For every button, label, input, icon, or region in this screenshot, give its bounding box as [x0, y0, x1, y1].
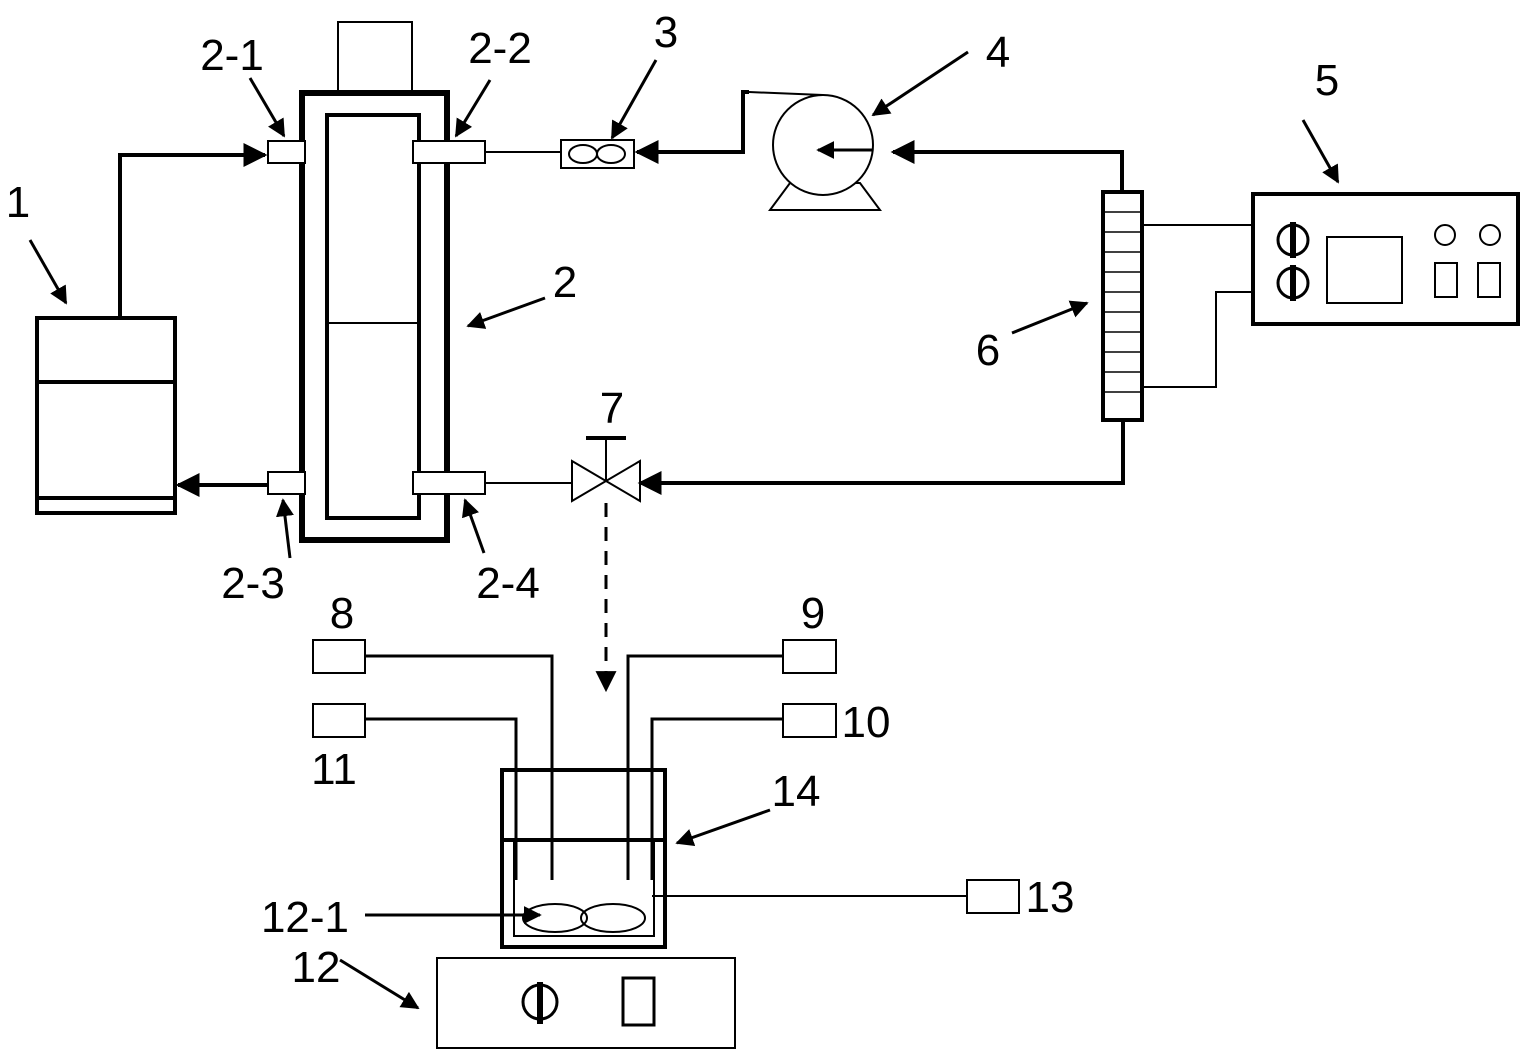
component-7-valve: [571, 436, 641, 503]
label-2: 2: [553, 258, 577, 307]
wire-6-to-5-bottom: [1142, 291, 1253, 388]
port-2-3: [267, 471, 306, 495]
pipe-7-to-6: [637, 420, 1125, 495]
component-12-1-stir-bar: [522, 903, 646, 933]
component-14-cell: [500, 768, 667, 949]
label-2-3: 2-3: [221, 559, 285, 608]
component-1-thermostatic-bath: [35, 316, 177, 515]
component-5-controller: [1251, 192, 1520, 326]
label-12: 12: [292, 943, 341, 992]
port-2-2: [412, 140, 486, 164]
component-12-magnetic-stirrer: [436, 957, 736, 1049]
pipe-6-to-4: [890, 140, 1124, 190]
probe-11: [312, 703, 366, 738]
probe-13: [966, 879, 1020, 914]
label-10: 10: [842, 698, 891, 747]
probe-10: [782, 703, 837, 738]
label-7: 7: [600, 384, 624, 433]
label-9: 9: [801, 589, 825, 638]
label-12-1: 12-1: [261, 893, 349, 942]
component-3-flowmeter: [560, 139, 635, 169]
label-4: 4: [986, 28, 1010, 77]
leader-arrows: [28, 50, 1340, 1010]
probe-9: [782, 639, 837, 674]
label-3: 3: [654, 8, 678, 57]
probe-wires: [365, 654, 967, 897]
label-1: 1: [6, 178, 30, 227]
label-2-1: 2-1: [200, 31, 264, 80]
component-2-jacketed-reactor: [299, 21, 450, 543]
probe-8: [312, 639, 366, 674]
label-14: 14: [772, 767, 821, 816]
label-6: 6: [976, 326, 1000, 375]
label-13: 13: [1026, 873, 1075, 922]
pipe-bath-to-2-1: [118, 143, 268, 318]
port-2-4: [412, 471, 486, 495]
label-11: 11: [311, 745, 357, 794]
label-8: 8: [330, 589, 354, 638]
port-2-1: [267, 140, 306, 164]
label-2-4: 2-4: [476, 559, 540, 608]
pipe-4-to-3: [634, 90, 749, 164]
label-2-2: 2-2: [468, 24, 532, 73]
label-5: 5: [1315, 56, 1339, 105]
component-6-heat-exchanger: [1101, 190, 1144, 422]
